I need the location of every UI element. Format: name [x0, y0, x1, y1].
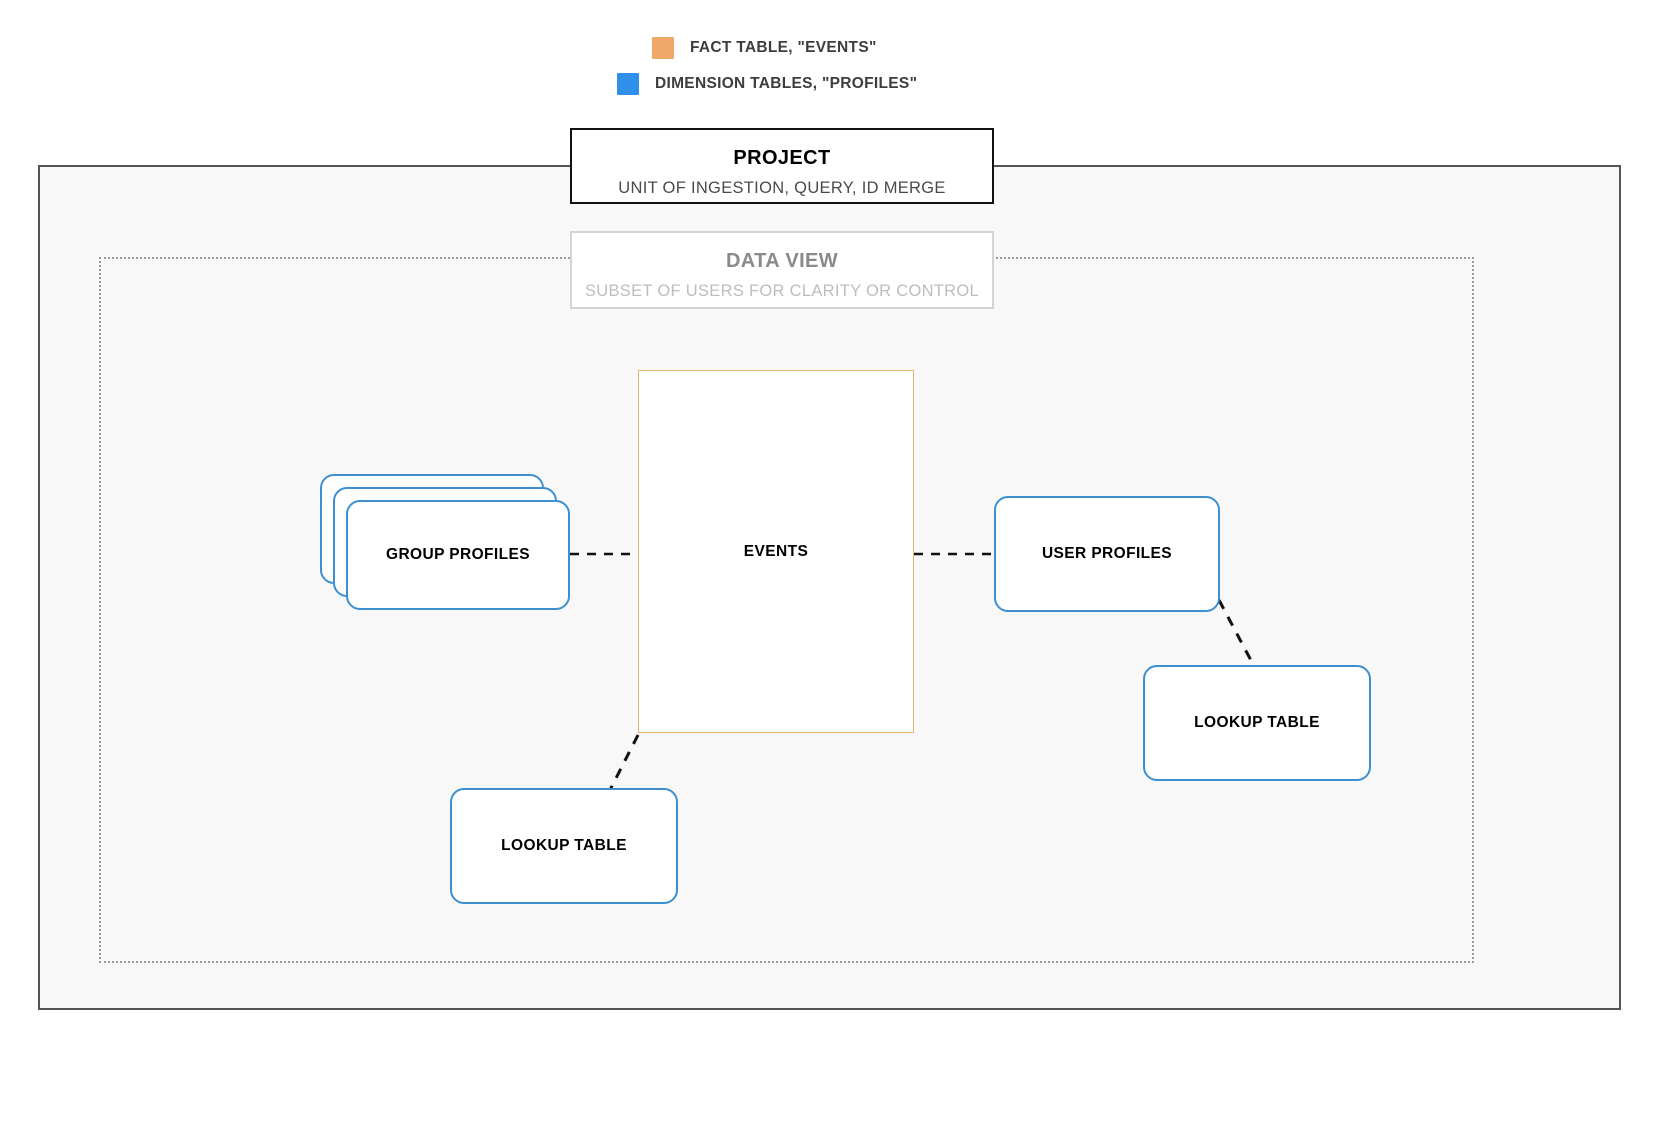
fact-table-swatch: [652, 37, 674, 59]
group-profiles-stack-card-front[interactable]: GROUP PROFILES: [346, 500, 570, 610]
legend-label-dimension-tables: DIMENSION TABLES, "PROFILES": [655, 75, 918, 92]
dimension-tables-swatch: [617, 73, 639, 95]
data-view-subtitle: SUBSET OF USERS FOR CLARITY OR CONTROL: [584, 282, 980, 300]
node-user-profiles[interactable]: USER PROFILES: [994, 496, 1220, 612]
project-title: PROJECT: [733, 147, 831, 169]
project-title-card: PROJECT UNIT OF INGESTION, QUERY, ID MER…: [570, 128, 994, 204]
node-group-profiles-label: GROUP PROFILES: [386, 546, 530, 563]
node-lookup-table-right-label: LOOKUP TABLE: [1194, 714, 1320, 731]
node-events-label: EVENTS: [743, 542, 809, 560]
node-events[interactable]: EVENTS: [638, 370, 914, 733]
legend-label-fact-table: FACT TABLE, "EVENTS": [690, 39, 877, 56]
node-user-profiles-label: USER PROFILES: [1041, 545, 1173, 562]
node-lookup-table-left-label: LOOKUP TABLE: [501, 837, 627, 854]
node-group-profiles[interactable]: GROUP PROFILES: [320, 474, 570, 610]
data-view-title-card: DATA VIEW SUBSET OF USERS FOR CLARITY OR…: [570, 231, 994, 309]
data-view-title: DATA VIEW: [725, 250, 839, 272]
legend-item-dimension-tables: DIMENSION TABLES, "PROFILES": [0, 66, 1664, 102]
project-subtitle: UNIT OF INGESTION, QUERY, ID MERGE: [618, 179, 946, 197]
legend: FACT TABLE, "EVENTS" DIMENSION TABLES, "…: [0, 30, 1664, 102]
legend-item-fact-table: FACT TABLE, "EVENTS": [0, 30, 1664, 66]
node-lookup-table-left[interactable]: LOOKUP TABLE: [450, 788, 678, 904]
node-lookup-table-right[interactable]: LOOKUP TABLE: [1143, 665, 1371, 781]
